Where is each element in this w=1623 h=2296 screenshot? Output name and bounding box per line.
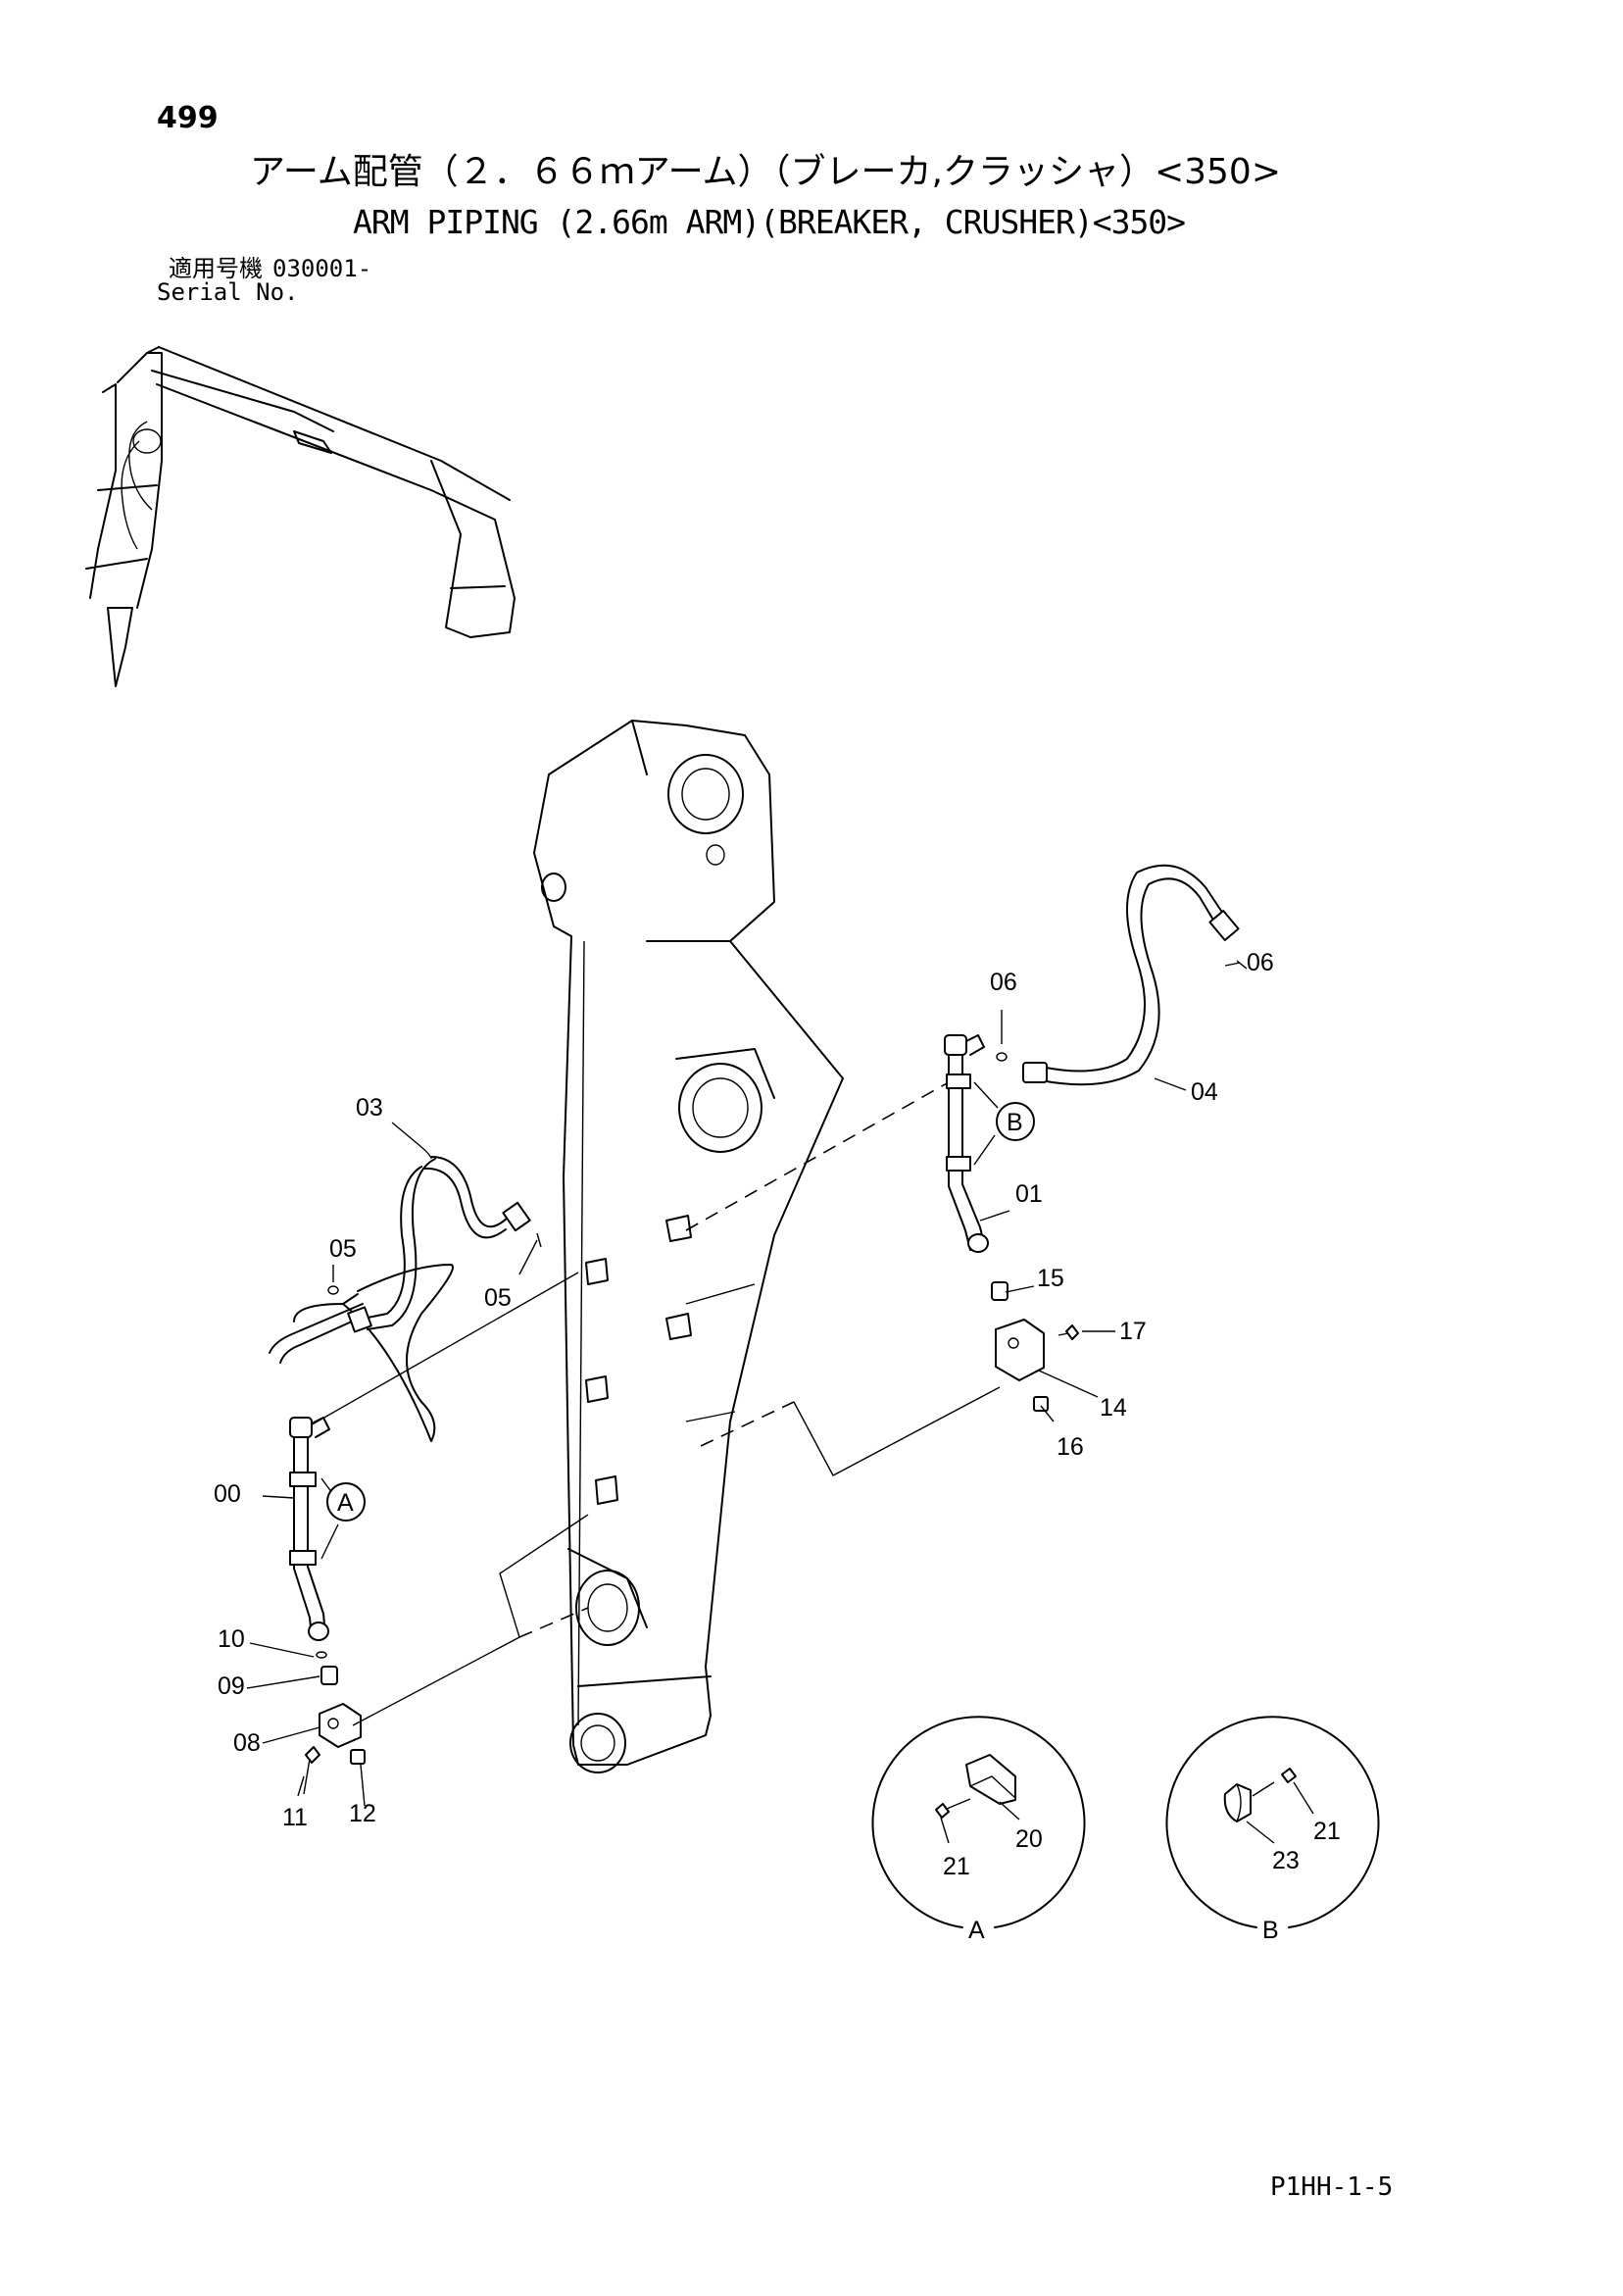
callout-20: 20 bbox=[1015, 1825, 1043, 1853]
callout-21-detail-b: 21 bbox=[1313, 1818, 1341, 1845]
detail-markers: A B bbox=[326, 1102, 1035, 1522]
callout-16: 16 bbox=[1057, 1433, 1084, 1461]
callout-15: 15 bbox=[1037, 1265, 1064, 1292]
callout-12: 12 bbox=[349, 1800, 376, 1827]
detail-a-label: A bbox=[968, 1917, 985, 1944]
callout-08: 08 bbox=[233, 1729, 261, 1757]
detail-b-label: B bbox=[1262, 1917, 1279, 1944]
page-title-english: ARM PIPING (2.66m ARM)(BREAKER, CRUSHER)… bbox=[353, 203, 1186, 241]
marker-b-label: B bbox=[1007, 1109, 1023, 1136]
serial-number-value: 030001- bbox=[272, 255, 372, 282]
drawing-code: P1HH-1-5 bbox=[1270, 2172, 1394, 2202]
arm-structure bbox=[533, 720, 844, 1773]
callout-11: 11 bbox=[282, 1804, 308, 1831]
left-pipe-assembly bbox=[269, 1156, 542, 1795]
detail-view-b: B 21 23 bbox=[1165, 1716, 1380, 1944]
callout-01: 01 bbox=[1015, 1180, 1043, 1208]
marker-a-circle bbox=[326, 1482, 366, 1522]
callout-17: 17 bbox=[1119, 1318, 1147, 1345]
callout-03: 03 bbox=[356, 1094, 383, 1122]
callout-05-left: 05 bbox=[329, 1235, 357, 1263]
machine-overview-sketch bbox=[85, 346, 516, 687]
serial-label-english: Serial No. bbox=[157, 278, 299, 306]
marker-a-label: A bbox=[337, 1489, 354, 1517]
callout-14: 14 bbox=[1100, 1394, 1127, 1422]
callout-04: 04 bbox=[1191, 1078, 1218, 1106]
callout-09: 09 bbox=[218, 1672, 245, 1700]
marker-b-circle bbox=[996, 1102, 1035, 1141]
page-title-japanese: アーム配管（２．６６ｍアーム）（ブレーカ,クラッシャ）<350> bbox=[250, 152, 1282, 192]
right-pipe-assembly bbox=[944, 864, 1248, 1412]
detail-view-a: A 20 21 bbox=[871, 1716, 1086, 1944]
callout-06-upper: 06 bbox=[990, 969, 1017, 996]
callout-labels: 03 05 05 00 10 09 08 11 12 06 06 04 01 1… bbox=[214, 949, 1274, 1831]
callout-10: 10 bbox=[218, 1625, 245, 1653]
page-number: 499 bbox=[157, 101, 219, 135]
assembly-lines bbox=[308, 1075, 1001, 1726]
callout-00: 00 bbox=[214, 1480, 241, 1508]
callout-05-right: 05 bbox=[484, 1284, 512, 1312]
callout-06-right: 06 bbox=[1247, 949, 1274, 976]
callout-leaders bbox=[246, 962, 1241, 1807]
serial-label-japanese: 適用号機 bbox=[169, 255, 263, 282]
callout-21-detail-a: 21 bbox=[943, 1853, 970, 1880]
callout-23: 23 bbox=[1272, 1847, 1300, 1874]
